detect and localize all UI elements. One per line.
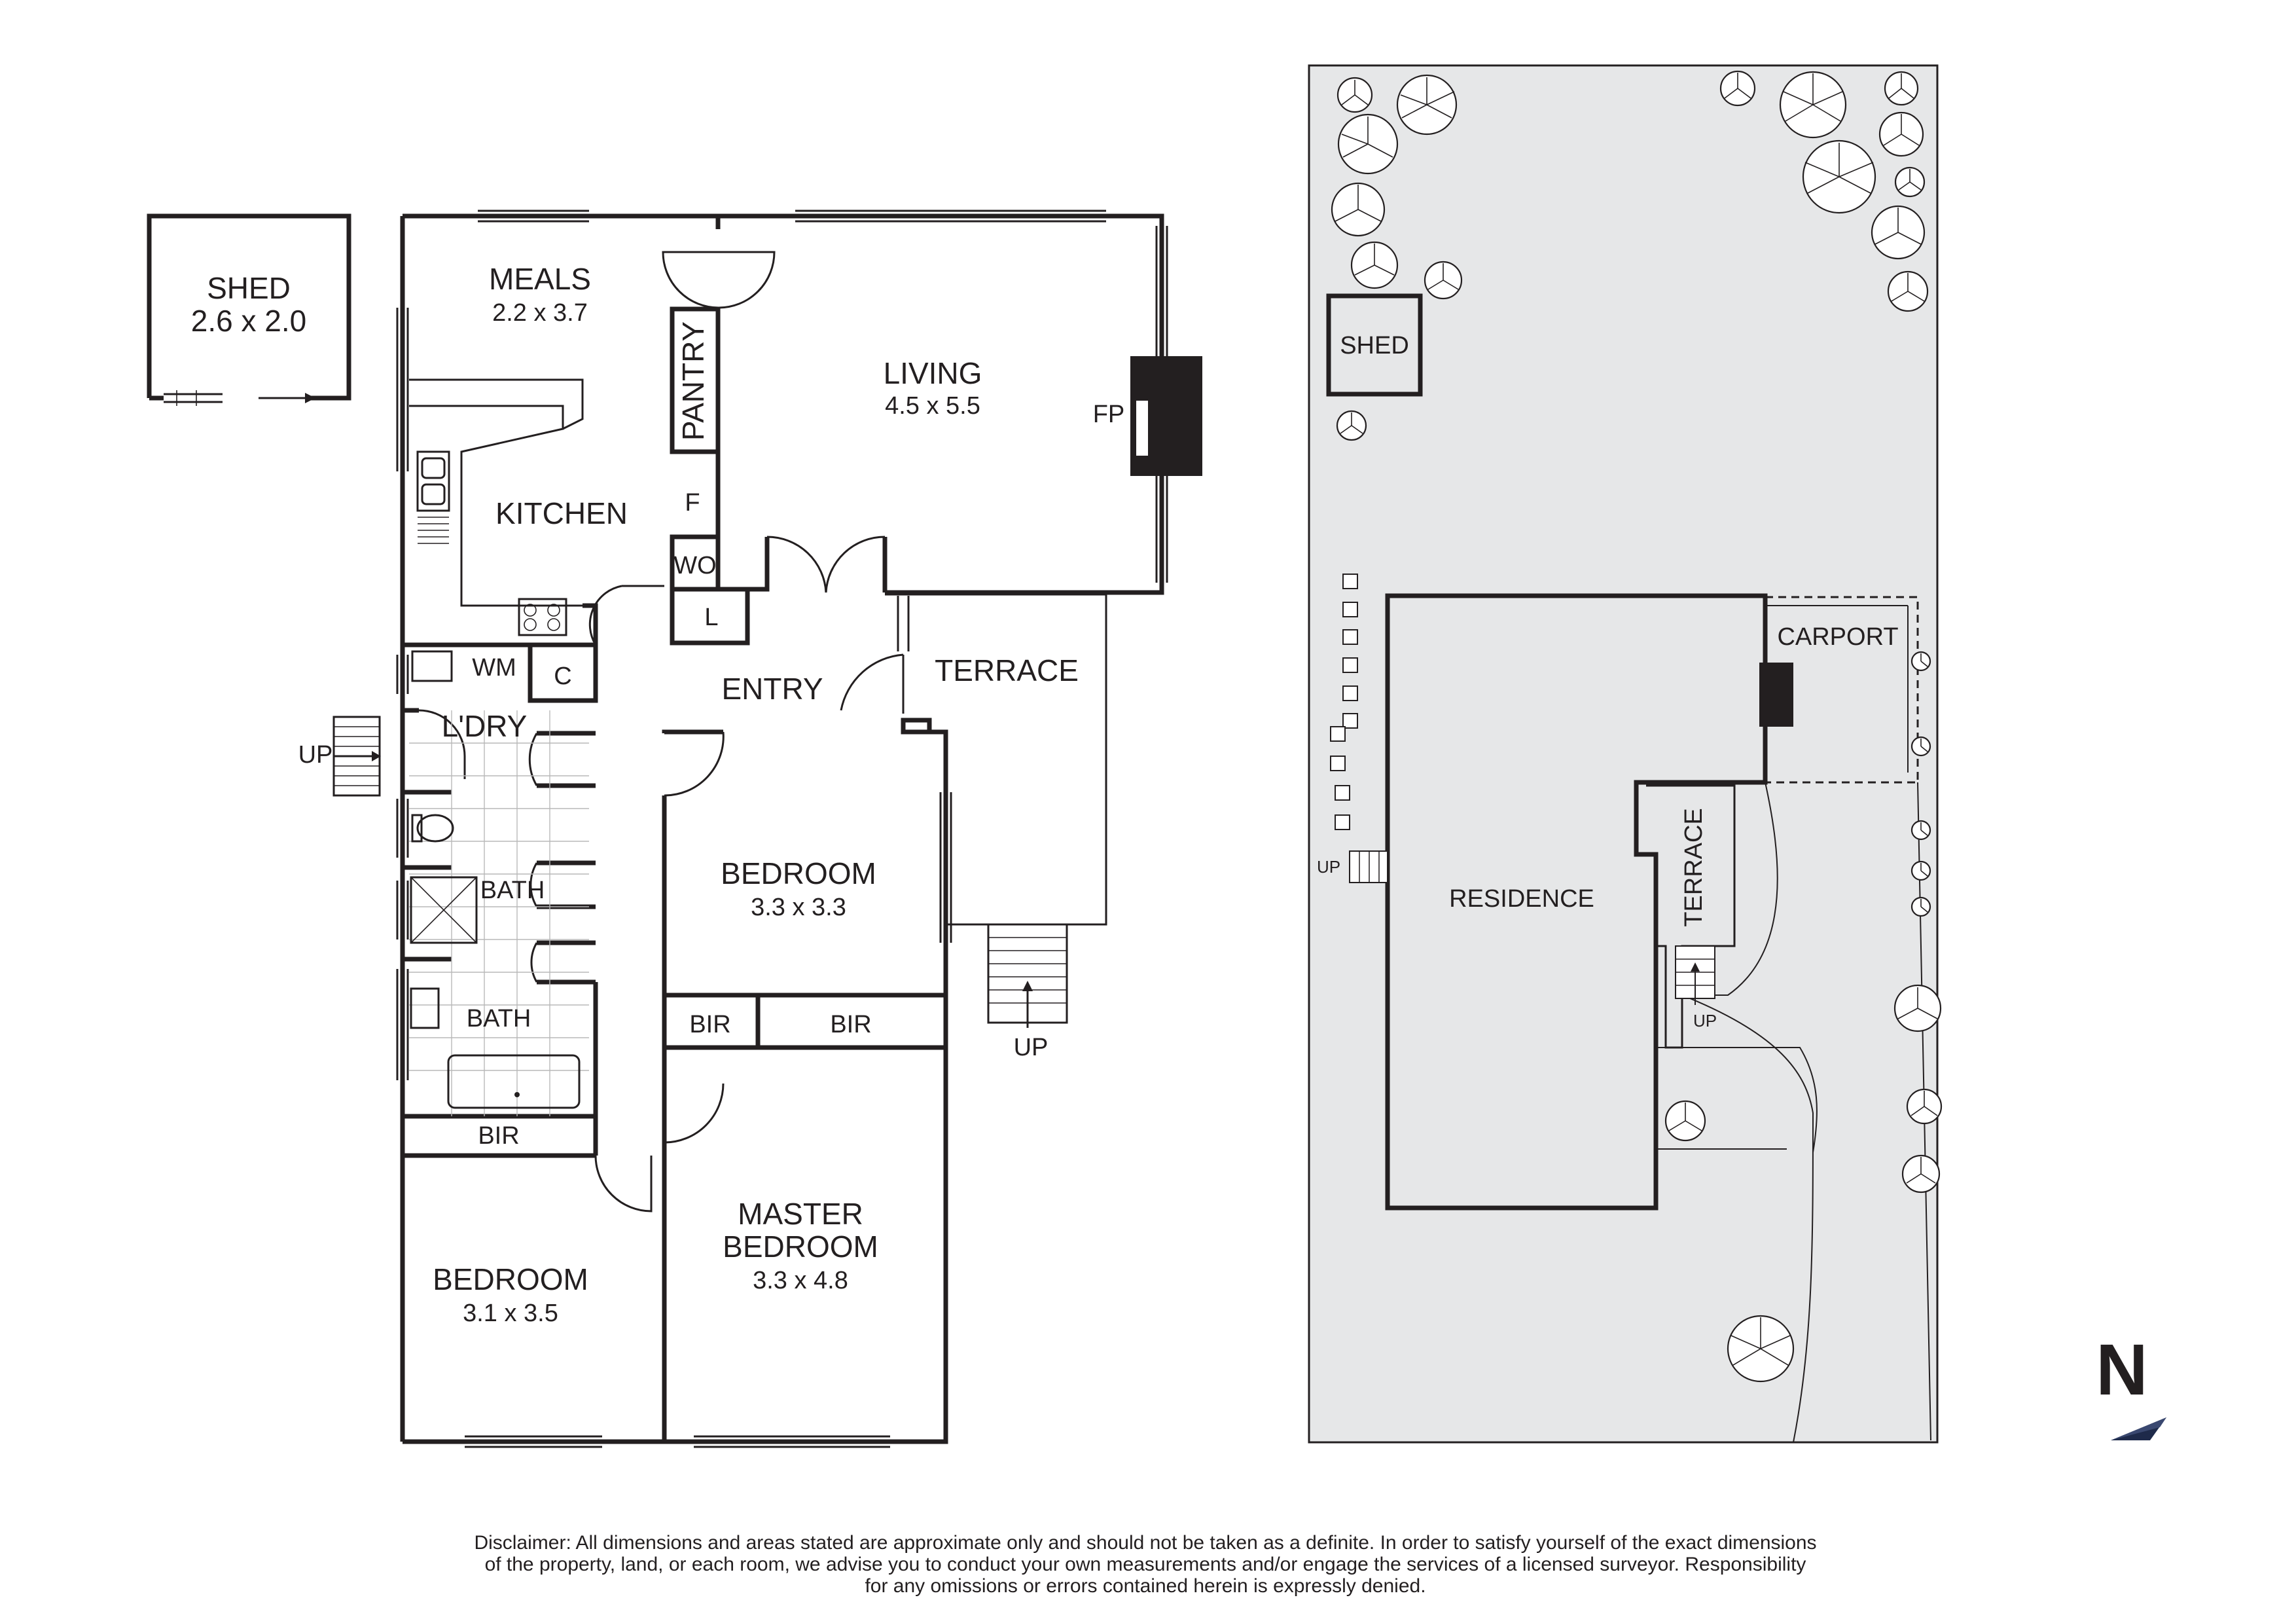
disclaimer-line-2: of the property, land, or each room, we … <box>484 1554 1806 1575</box>
bedroom-1-dimensions: 3.3 x 3.3 <box>751 894 846 921</box>
fridge-label: F <box>685 489 700 517</box>
bedroom-2-label: BEDROOM <box>433 1262 588 1296</box>
site-trees <box>1331 70 1943 1383</box>
site-shed-label: SHED <box>1340 332 1409 359</box>
north-arrow: N <box>2096 1330 2166 1440</box>
site-terrace-label: TERRACE <box>1680 808 1708 927</box>
site-plan <box>1308 64 1939 1444</box>
terrace-stairs-label: UP <box>1014 1034 1049 1061</box>
shed-structure <box>147 213 351 406</box>
washing-machine-label: WM <box>472 654 516 682</box>
bedroom-1-label: BEDROOM <box>721 856 876 890</box>
terrace-label: TERRACE <box>935 653 1079 687</box>
laundry-label: L'DRY <box>442 709 528 743</box>
bir-2-label: BIR <box>830 1011 871 1038</box>
site-up-right-label: UP <box>1693 1011 1717 1030</box>
master-bedroom-label: MASTER <box>738 1197 863 1231</box>
fireplace <box>1130 356 1202 476</box>
bath-1-label: BATH <box>480 877 545 904</box>
fireplace-label: FP <box>1093 401 1125 428</box>
wall-oven-label: WO <box>673 552 716 579</box>
entry-label: ENTRY <box>721 672 823 706</box>
pantry-label: PANTRY <box>676 321 710 441</box>
master-bedroom-dimensions: 3.3 x 4.8 <box>753 1267 848 1294</box>
shed-label: SHED <box>207 271 291 305</box>
meals-dimensions: 2.2 x 3.7 <box>492 299 588 327</box>
kitchen-label: KITCHEN <box>495 496 628 530</box>
north-label: N <box>2096 1330 2147 1410</box>
site-residence-label: RESIDENCE <box>1449 885 1594 913</box>
living-dimensions: 4.5 x 5.5 <box>885 392 980 420</box>
disclaimer-line-1: Disclaimer: All dimensions and areas sta… <box>474 1532 1817 1554</box>
laundry-stairs-label: UP <box>298 741 333 769</box>
site-up-left-label: UP <box>1317 857 1340 877</box>
bir-3-label: BIR <box>478 1122 519 1150</box>
disclaimer-line-3: for any omissions or errors contained he… <box>865 1575 1426 1597</box>
bir-1-label: BIR <box>689 1011 730 1038</box>
bedroom-2-dimensions: 3.1 x 3.5 <box>463 1300 558 1327</box>
disclaimer-text: Disclaimer: All dimensions and areas sta… <box>327 1532 1964 1597</box>
internal-walls <box>332 216 1107 1442</box>
linen-label: L <box>704 604 718 631</box>
living-label: LIVING <box>884 356 982 390</box>
bath-2-label: BATH <box>467 1005 531 1032</box>
shed-dimensions: 2.6 x 2.0 <box>191 304 306 338</box>
master-bedroom-label-2: BEDROOM <box>723 1230 878 1264</box>
meals-label: MEALS <box>489 262 591 296</box>
site-carport-label: CARPORT <box>1777 623 1898 651</box>
cupboard-label: C <box>554 663 571 690</box>
